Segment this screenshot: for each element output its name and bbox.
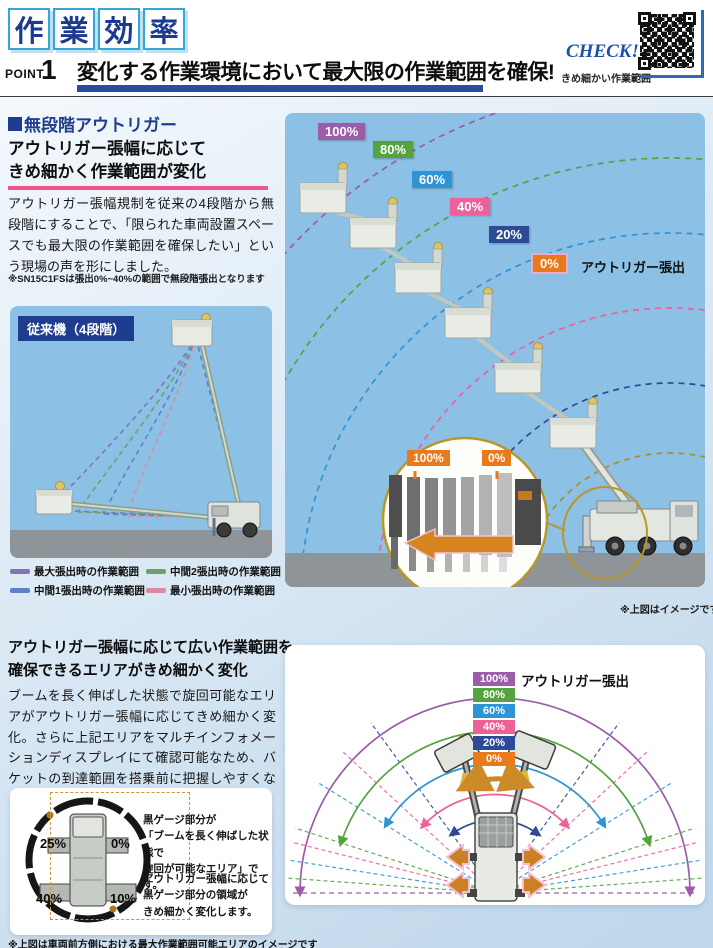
check-caption: きめ細かい作業範囲: [561, 74, 651, 85]
legacy-diagram-label: 従来機（4段階）: [18, 316, 135, 341]
legend-label: 最小張出時の作業範囲: [170, 585, 275, 597]
legend-item: 最大張出時の作業範囲: [10, 564, 146, 579]
section2-note: ※上図は車両前方側における最大作業範囲可能エリアのイメージです: [8, 940, 318, 948]
section1-subheading-line2: きめ細かく作業範囲が変化: [8, 158, 268, 190]
extension-label-60: 60%: [412, 171, 453, 188]
qr-finder-icon: [638, 12, 651, 25]
fan-label-80: 80%: [473, 688, 515, 702]
title-char: 効: [98, 8, 140, 50]
title-char: 業: [53, 8, 95, 50]
stepless-outrigger-diagram: 100% 80% 60% 40% 20% 0% アウトリガー張出 100% 0%: [285, 113, 705, 587]
legend-label: 中間1張出時の作業範囲: [34, 585, 145, 597]
section1-subheading-line1: アウトリガー張幅に応じて: [8, 140, 206, 158]
legacy-crane-illustration: [10, 313, 272, 558]
gauge-percent: 25%: [40, 836, 67, 851]
fan-outrigger-label: アウトリガー張出: [521, 674, 629, 689]
rotation-gauge-panel: 25% 0% 40% 10% 黒ゲージ部分が 「ブームを長く伸ばした状態で 旋回…: [10, 788, 272, 935]
stepless-diagram-illustration: [285, 113, 705, 587]
legend-item: 中間2張出時の作業範囲: [146, 564, 282, 579]
legend-label: 最大張出時の作業範囲: [34, 566, 139, 578]
rotation-gauge-illustration: [25, 797, 151, 923]
qr-frame: [701, 10, 704, 77]
title-char: 率: [143, 8, 185, 50]
section1-heading-text: 無段階アウトリガー: [24, 116, 177, 135]
gauge-percent: 0%: [111, 836, 130, 851]
legend-swatch: [10, 569, 30, 574]
extension-label-80: 80%: [373, 141, 414, 158]
gauge-highlight-frame: [50, 792, 190, 920]
legend-swatch: [146, 588, 166, 593]
square-bullet-icon: [8, 116, 22, 131]
point-label: POINT: [5, 67, 45, 81]
outrigger-extension-label: アウトリガー張出: [581, 260, 686, 275]
gauge-percent: 10%: [110, 891, 137, 906]
qr-frame: [640, 75, 704, 78]
point-number: 1: [41, 54, 57, 85]
fan-label-60: 60%: [473, 704, 515, 718]
check-label: CHECK!: [566, 41, 639, 62]
headline: 変化する作業環境において最大限の作業範囲を確保!: [77, 61, 555, 84]
legend-swatch: [146, 569, 166, 574]
legend: 最大張出時の作業範囲 中間2張出時の作業範囲 中間1張出時の作業範囲 最小張出時…: [10, 564, 281, 598]
legacy-machine-diagram: 従来機（4段階）: [10, 306, 272, 558]
section1-heading: 無段階アウトリガー: [8, 111, 177, 136]
section1-note: ※SN15C1FSは張出0%~40%の範囲で無段階張出となります: [8, 274, 265, 285]
main-diagram-note: ※上図はイメージです: [620, 605, 713, 616]
section2-heading: アウトリガー張幅に応じて広い作業範囲を 確保できるエリアがきめ細かく変化: [8, 639, 294, 679]
fan-label-20: 20%: [473, 736, 515, 750]
legend-label: 中間2張出時の作業範囲: [170, 566, 281, 578]
qr-finder-icon: [683, 12, 696, 25]
gauge-annotation-2: アウトリガー張幅に応じて 黒ゲージ部分の領域が きめ細かく変化します。: [143, 873, 269, 918]
header-rule: [0, 96, 713, 97]
legend-swatch: [10, 588, 30, 593]
legend-item: 最小張出時の作業範囲: [146, 583, 282, 598]
inset-label-0: 0%: [482, 450, 512, 466]
inset-label-100: 100%: [407, 450, 450, 466]
fan-label-40: 40%: [473, 720, 515, 734]
qr-code: [638, 12, 696, 70]
extension-label-40: 40%: [450, 198, 491, 215]
swing-area-diagram: 100% 80% 60% 40% 20% 0% アウトリガー張出: [285, 645, 705, 905]
gauge-percent: 40%: [36, 891, 63, 906]
headline-underline: [77, 85, 483, 92]
legend-item: 中間1張出時の作業範囲: [10, 583, 146, 598]
fan-label-100: 100%: [473, 672, 515, 686]
title-char: 作: [8, 8, 50, 50]
extension-label-100: 100%: [318, 123, 366, 140]
qr-finder-icon: [638, 57, 651, 70]
fan-label-0: 0%: [473, 752, 515, 766]
section1-body: アウトリガー張幅規制を従来の4段階から無段階にすることで、「限られた車両設置スペ…: [8, 196, 274, 275]
gauge-annotation-1: 黒ゲージ部分が 「ブームを長く伸ばした状態で 旋回が可能なエリア」です。: [143, 814, 269, 892]
section2-body: ブームを長く伸ばした状態で旋回可能なエリアがアウトリガー張幅に応じてきめ細かく変…: [8, 688, 276, 807]
page-title: 作 業 効 率: [8, 8, 185, 50]
extension-label-20: 20%: [489, 226, 530, 243]
extension-label-0: 0%: [533, 255, 566, 272]
